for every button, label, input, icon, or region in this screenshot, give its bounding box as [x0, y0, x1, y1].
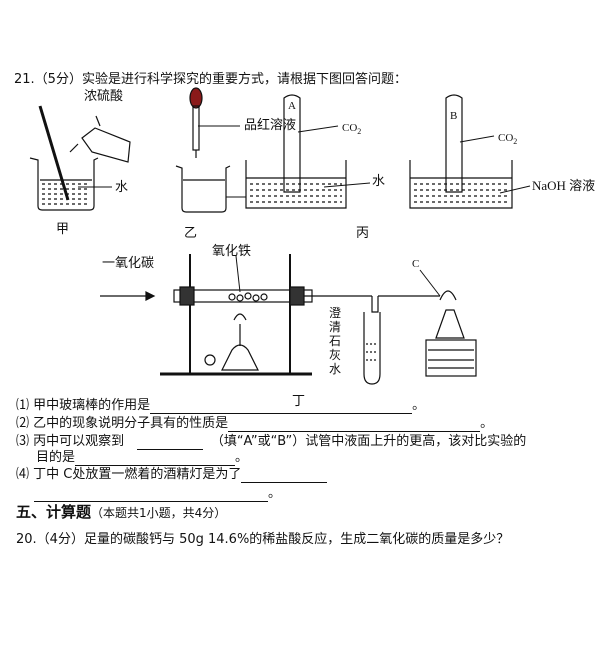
label-naoh: NaOH 溶液 — [532, 178, 596, 193]
label-yi: 乙 — [184, 226, 198, 241]
label-ding: 丁 — [292, 394, 306, 409]
answer-blank-1[interactable] — [150, 399, 413, 414]
question-20: 20.（4分）足量的碳酸钙与 50g 14.6%的稀盐酸反应，生成二氧化碳的质量… — [16, 532, 510, 547]
trough-b — [409, 94, 531, 209]
apparatus-ding — [100, 254, 477, 385]
label-bing: 丙 — [356, 226, 370, 241]
question-21-header: 21.（5分）实验是进行科学探究的重要方式，请根据下图回答问题： — [14, 72, 407, 87]
label-water-jia: 水 — [115, 180, 129, 195]
label-co2-a: CO2 — [342, 122, 362, 137]
beaker-yi — [175, 87, 246, 213]
label-tube-a: A — [288, 100, 296, 112]
answer-blank-3b[interactable] — [75, 451, 236, 466]
label-tube-b: B — [450, 110, 458, 122]
label-co2-b: CO2 — [498, 132, 518, 147]
beaker-jia — [29, 157, 112, 211]
question-21-4: ⑷ 丁中 C处放置一燃着的酒精灯是为了 — [16, 467, 328, 483]
label-c: C — [412, 258, 420, 270]
label-limewater: 澄 清 石 灰 水 — [329, 306, 342, 376]
label-jia: 甲 — [56, 222, 70, 237]
label-pinhong: 品红溶液 — [244, 118, 297, 133]
answer-blank-2[interactable] — [228, 417, 481, 432]
question-21-4-cont: 。 — [34, 486, 281, 502]
glass-rod — [38, 105, 70, 201]
answer-blank-4a[interactable] — [241, 468, 328, 483]
answer-blank-4b[interactable] — [34, 487, 268, 502]
answer-blank-3a[interactable] — [136, 435, 203, 450]
question-21-3-cont: 目的是。 — [36, 450, 249, 466]
section-5-heading: 五、计算题（本题共1小题，共4分） — [16, 503, 227, 521]
question-21-2: ⑵ 乙中的现象说明分子具有的性质是。 — [16, 416, 494, 432]
label-conc-h2so4: 浓硫酸 — [84, 89, 124, 104]
trough-a — [245, 94, 371, 209]
label-water-bing: 水 — [372, 174, 386, 189]
acid-bottle — [69, 115, 131, 163]
label-co: 一氧化碳 — [102, 256, 155, 271]
label-fe2o3: 氧化铁 — [212, 244, 252, 259]
question-21-1: ⑴ 甲中玻璃棒的作用是。 — [16, 398, 426, 414]
question-21-3: ⑶ 丙中可以观察到 （填“A”或“B”）试管中液面上升的更高，该对比实验的 — [16, 434, 527, 450]
